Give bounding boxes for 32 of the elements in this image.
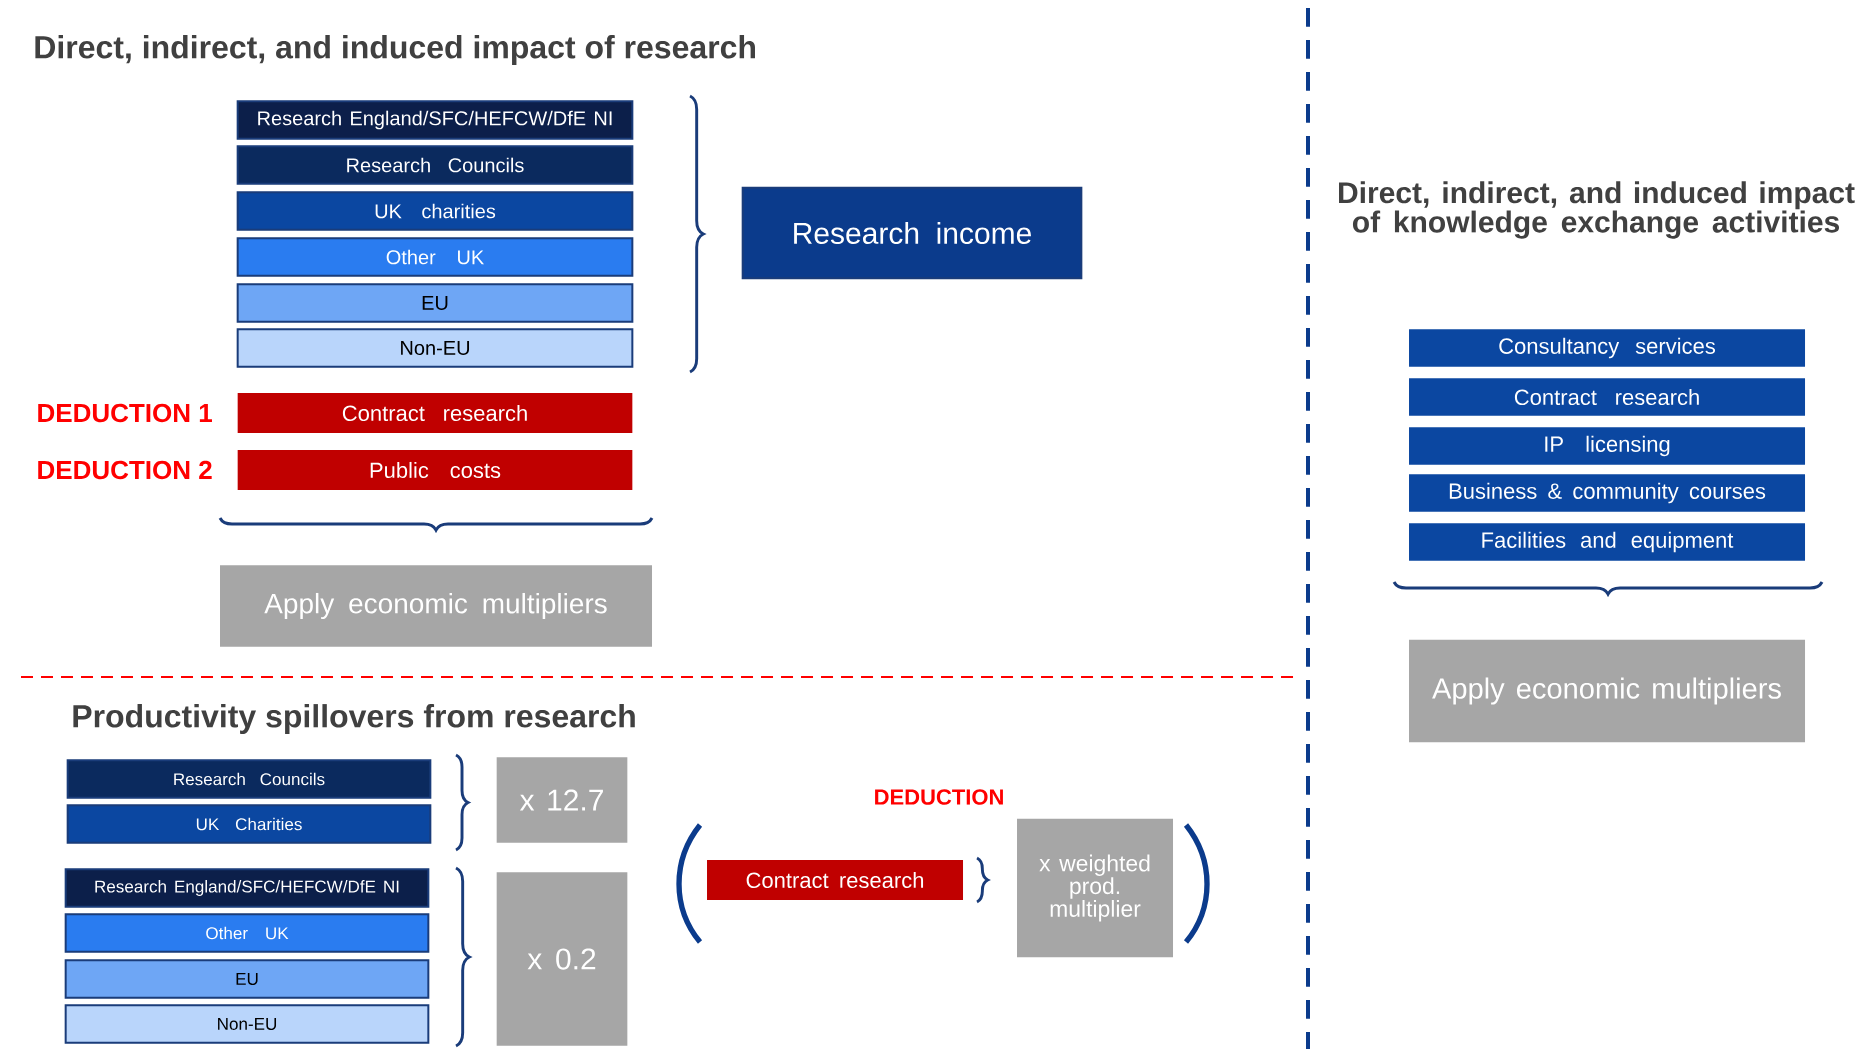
activity-bar: Consultancy services	[1409, 329, 1806, 367]
deduction-label: DEDUCTION 1	[38, 403, 212, 423]
activity-bar: Contract research	[1409, 378, 1806, 416]
funding-bar: UK Charities	[66, 804, 432, 844]
funding-bar: Other UK	[64, 913, 430, 953]
deduction-label: DEDUCTION 2	[38, 460, 212, 480]
section-heading: Productivity spillovers from research	[73, 704, 635, 734]
funding-bar: Research England/SFC/HEFCW/DfE NI	[236, 100, 634, 140]
funding-bar: Research Councils	[236, 145, 634, 185]
deduction-bar: Public costs	[237, 450, 633, 490]
activity-bar: Facilities and equipment	[1409, 523, 1806, 561]
section-heading: Direct, indirect, and induced impact of research	[35, 35, 755, 65]
multiplier-box: Apply economic multipliers	[1409, 639, 1806, 743]
funding-bar: Research England/SFC/HEFCW/DfE NI	[64, 868, 430, 908]
deduction-bar: Contract research	[237, 393, 633, 433]
funding-bar: EU	[236, 283, 634, 323]
funding-bar: Other UK	[236, 237, 634, 277]
funding-bar: Non-EU	[236, 328, 634, 368]
deduction-bar: Contract research	[707, 860, 963, 900]
multiplier-box: x 12.7	[496, 757, 628, 843]
multiplier-box: Apply economic multipliers	[220, 565, 652, 647]
section-heading: Direct, indirect, and induced impact of knowledge exchange activities	[1339, 181, 1855, 239]
summary-box: Research income	[741, 186, 1083, 280]
funding-bar: Non-EU	[64, 1004, 430, 1044]
activity-bar: IP licensing	[1409, 427, 1806, 465]
activity-bar: Business & community courses	[1409, 474, 1806, 512]
multiplier-box: x 0.2	[496, 872, 628, 1046]
funding-bar: EU	[64, 959, 430, 999]
deduction-label: DEDUCTION	[875, 789, 1003, 805]
funding-bar: Research Councils	[66, 759, 432, 799]
multiplier-box: x weighted prod. multiplier	[1017, 818, 1173, 958]
funding-bar: UK charities	[236, 191, 634, 231]
